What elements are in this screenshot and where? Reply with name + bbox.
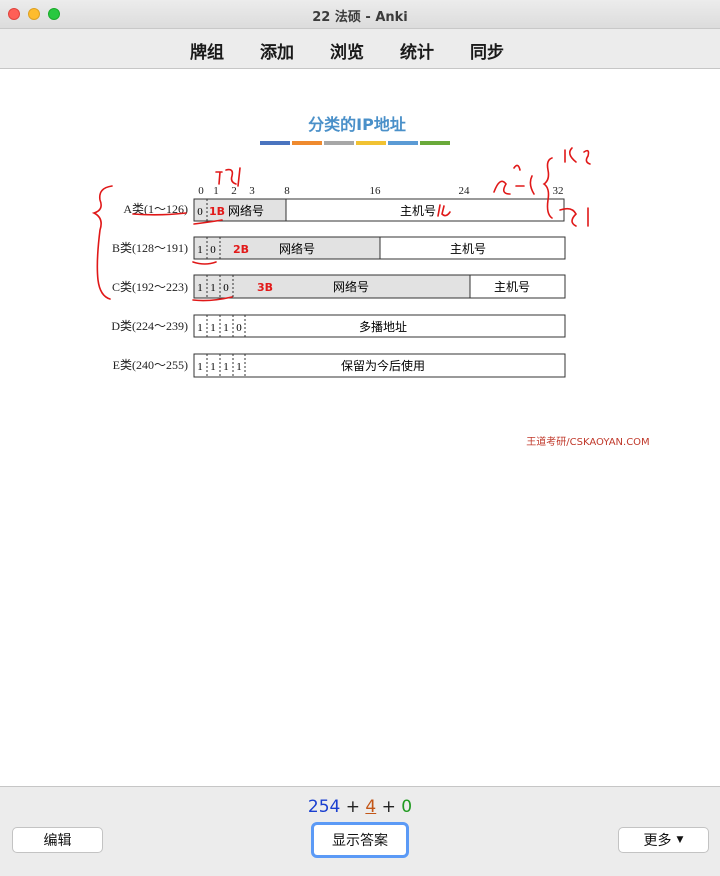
show-answer-button[interactable]: 显示答案 xyxy=(311,822,409,858)
class-c-host: 主机号 xyxy=(494,280,530,294)
class-e-label: E类(240～255) xyxy=(113,358,188,372)
more-button[interactable]: 更多 ▼ xyxy=(618,827,709,853)
minimize-window-button[interactable] xyxy=(28,8,40,20)
class-a-host: 主机号 xyxy=(400,204,436,218)
class-e-bit: 1 xyxy=(236,361,242,373)
class-b-host: 主机号 xyxy=(450,242,486,256)
window-title: 22 法硕 - Anki xyxy=(312,10,408,25)
toolbar-add[interactable]: 添加 xyxy=(260,43,294,63)
edit-button-label: 编辑 xyxy=(43,833,72,849)
more-button-label: 更多 xyxy=(643,833,672,849)
class-d-bit: 1 xyxy=(197,322,203,334)
bit-pos-8: 8 xyxy=(284,185,290,197)
bit-pos-24: 24 xyxy=(459,185,471,197)
count-separator: + xyxy=(381,797,396,817)
close-window-button[interactable] xyxy=(8,8,20,20)
card-content: 分类的IP地址 0 1 2 3 8 16 24 32 A类(1～126) 0 1… xyxy=(0,69,720,786)
bit-pos-3: 3 xyxy=(249,185,255,197)
class-c-bit: 1 xyxy=(197,282,203,294)
class-d-label: D类(224～239) xyxy=(111,319,188,333)
color-bar xyxy=(420,141,450,145)
toolbar-stats[interactable]: 统计 xyxy=(400,43,434,63)
color-bar xyxy=(324,141,354,145)
bit-pos-0: 0 xyxy=(198,185,204,197)
color-bar xyxy=(260,141,290,145)
ip-class-figure: 分类的IP地址 0 1 2 3 8 16 24 32 A类(1～126) 0 1… xyxy=(91,115,650,448)
bit-pos-16: 16 xyxy=(370,185,382,197)
class-e-body: 保留为今后使用 xyxy=(341,358,425,373)
learn-count: 4 xyxy=(365,797,377,817)
edit-button[interactable]: 编辑 xyxy=(12,827,103,853)
chevron-down-icon: ▼ xyxy=(676,835,684,845)
class-d-row: D类(224～239) 1 1 1 0 多播地址 xyxy=(111,314,566,338)
color-bar xyxy=(388,141,418,145)
class-a-tag: 1B xyxy=(209,205,225,218)
toolbar-decks[interactable]: 牌组 xyxy=(190,43,224,63)
bit-pos-2: 2 xyxy=(231,185,237,197)
toolbar-browse[interactable]: 浏览 xyxy=(330,43,364,63)
class-e-bit: 1 xyxy=(210,361,216,373)
class-d-body: 多播地址 xyxy=(359,320,407,334)
class-c-bit: 0 xyxy=(223,282,229,294)
watermark-text: 王道考研/CSKAOYAN.COM xyxy=(526,435,649,448)
class-d-bit: 0 xyxy=(236,322,242,334)
color-bar xyxy=(356,141,386,145)
class-c-row: C类(192～223) 1 1 0 3B 网络号 主机号 xyxy=(112,274,566,299)
class-a-label: A类(1～126) xyxy=(123,202,188,216)
class-a-bit: 0 xyxy=(197,206,203,218)
show-answer-label: 显示答案 xyxy=(332,833,388,849)
class-d-bit: 1 xyxy=(210,322,216,334)
class-b-tag: 2B xyxy=(233,243,249,256)
class-e-bit: 1 xyxy=(197,361,203,373)
figure-title: 分类的IP地址 xyxy=(308,115,406,134)
class-d-bit: 1 xyxy=(223,322,229,334)
window-titlebar: 22 法硕 - Anki xyxy=(0,0,720,29)
maximize-window-button[interactable] xyxy=(48,8,60,20)
class-a-row: A类(1～126) 0 1B 网络号 主机号 xyxy=(123,198,565,222)
class-e-bit: 1 xyxy=(223,361,229,373)
class-b-network: 网络号 xyxy=(279,241,315,256)
bit-pos-1: 1 xyxy=(213,185,219,197)
class-a-network: 网络号 xyxy=(228,203,264,218)
count-separator: + xyxy=(345,797,360,817)
class-b-bit: 1 xyxy=(197,244,203,256)
review-bottom-bar: 254 + 4 + 0 编辑 显示答案 更多 ▼ xyxy=(0,786,720,876)
class-c-bit: 1 xyxy=(210,282,216,294)
main-toolbar: 牌组 添加 浏览 统计 同步 xyxy=(0,29,720,69)
toolbar-sync[interactable]: 同步 xyxy=(470,43,504,63)
class-c-network: 网络号 xyxy=(333,279,369,294)
class-e-row: E类(240～255) 1 1 1 1 保留为今后使用 xyxy=(113,353,566,378)
bit-pos-32: 32 xyxy=(553,185,564,197)
class-b-label: B类(128～191) xyxy=(112,241,188,255)
review-count: 0 xyxy=(401,797,413,817)
class-c-label: C类(192～223) xyxy=(112,280,188,294)
due-counts: 254 + 4 + 0 xyxy=(0,797,720,817)
class-c-tag: 3B xyxy=(257,281,273,294)
handwritten-annotations xyxy=(91,147,591,302)
class-b-bit: 0 xyxy=(210,244,216,256)
class-b-row: B类(128～191) 1 0 2B 网络号 主机号 xyxy=(112,236,566,260)
new-count: 254 xyxy=(307,797,341,817)
color-bar xyxy=(292,141,322,145)
